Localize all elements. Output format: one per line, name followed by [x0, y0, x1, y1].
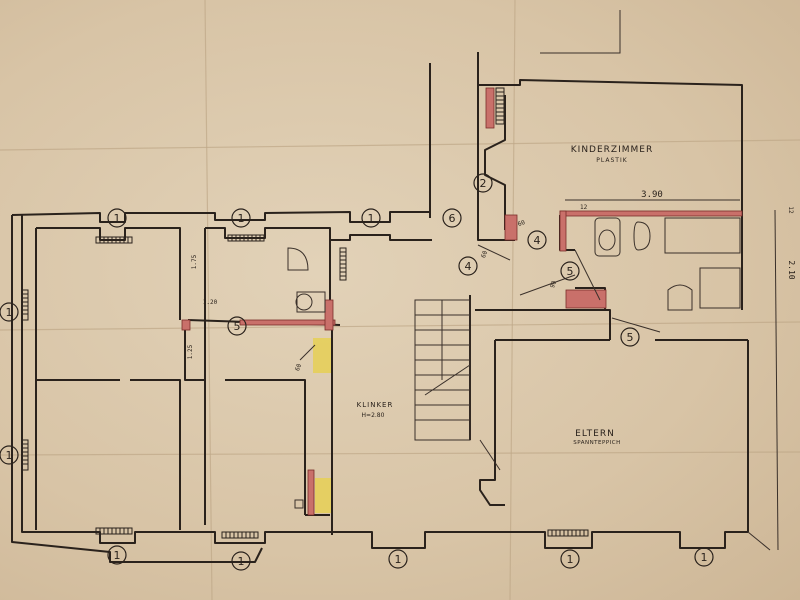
outer-walls [11, 10, 779, 563]
radiator [221, 531, 259, 539]
dimension-label: 60 [294, 363, 303, 373]
svg-text:1: 1 [114, 212, 121, 225]
marker-5: 5 [620, 327, 640, 347]
svg-text:5: 5 [567, 265, 574, 278]
svg-text:6: 6 [449, 212, 456, 225]
dimension-label: 1.20 [203, 299, 218, 306]
radiator [339, 247, 347, 281]
dimension-label: 1.75 [191, 254, 198, 269]
dimension-label: 2.10 [787, 260, 796, 279]
dimension-label: 3.90 [641, 190, 663, 200]
marker-1: 1 [694, 547, 714, 567]
radiator [547, 529, 589, 537]
fold-line [509, 0, 516, 600]
marker-1: 1 [107, 545, 127, 565]
svg-text:1: 1 [567, 553, 574, 566]
marker-5: 5 [560, 261, 580, 281]
svg-text:1: 1 [6, 449, 13, 462]
radiator [21, 439, 29, 471]
marker-1: 1 [231, 551, 251, 571]
radiator [95, 236, 133, 244]
dimensions: 3.90 12 2.10 12 60 60 60 90 1.75 1.20 1.… [187, 190, 796, 372]
yellow-wall-highlight [315, 478, 331, 513]
marker-1: 1 [560, 549, 580, 569]
staircase [414, 299, 471, 441]
svg-text:1: 1 [238, 555, 245, 568]
marker-1: 1 [231, 208, 251, 228]
marker-1: 1 [0, 302, 19, 322]
radiator [95, 527, 133, 535]
yellow-wall-highlight [313, 338, 331, 373]
marker-2: 2 [473, 173, 493, 193]
marker-4: 4 [458, 256, 478, 276]
svg-text:1: 1 [6, 306, 13, 319]
svg-text:4: 4 [534, 234, 541, 247]
svg-text:1: 1 [114, 549, 121, 562]
room-label-eltern: ELTERN [575, 429, 615, 439]
red-wall-highlights [181, 87, 743, 516]
markers: 1 1 1 1 1 1 1 1 1 1 2 4 4 5 5 5 6 [0, 173, 714, 571]
floor-type-hall: KLINKER [357, 401, 394, 409]
dimension-label: 1.25 [187, 344, 194, 359]
svg-text:4: 4 [465, 260, 472, 273]
marker-1: 1 [361, 208, 381, 228]
svg-text:1: 1 [368, 212, 375, 225]
marker-1: 1 [388, 549, 408, 569]
svg-text:1: 1 [701, 551, 708, 564]
marker-1: 1 [107, 208, 127, 228]
svg-text:2: 2 [480, 177, 487, 190]
sanitary-fixtures [287, 217, 741, 509]
dimension-label: 90 [549, 280, 558, 290]
dimension-label: 12 [580, 204, 588, 211]
room-label-kinderzimmer: KINDERZIMMER [571, 145, 653, 155]
radiator [21, 289, 29, 321]
svg-text:1: 1 [238, 212, 245, 225]
fold-line [204, 0, 213, 600]
svg-text:5: 5 [627, 331, 634, 344]
marker-4: 4 [527, 230, 547, 250]
dimension-label: 60 [517, 219, 527, 228]
ceiling-height-hall: H=2.80 [362, 412, 385, 419]
fold-line [0, 321, 800, 331]
fold-line [0, 451, 800, 456]
marker-6: 6 [442, 208, 462, 228]
dimension-label: 60 [480, 250, 489, 260]
svg-text:5: 5 [234, 320, 241, 333]
floor-type-kinderzimmer: PLASTIK [596, 157, 627, 164]
dimension-label: 12 [787, 206, 794, 214]
radiators [21, 87, 589, 539]
radiator [495, 87, 505, 125]
radiator [227, 234, 265, 242]
floor-type-eltern: SPANNTEPPICH [573, 440, 621, 446]
marker-1: 1 [0, 445, 19, 465]
marker-5: 5 [227, 316, 247, 336]
fold-line [0, 139, 800, 151]
svg-text:1: 1 [395, 553, 402, 566]
